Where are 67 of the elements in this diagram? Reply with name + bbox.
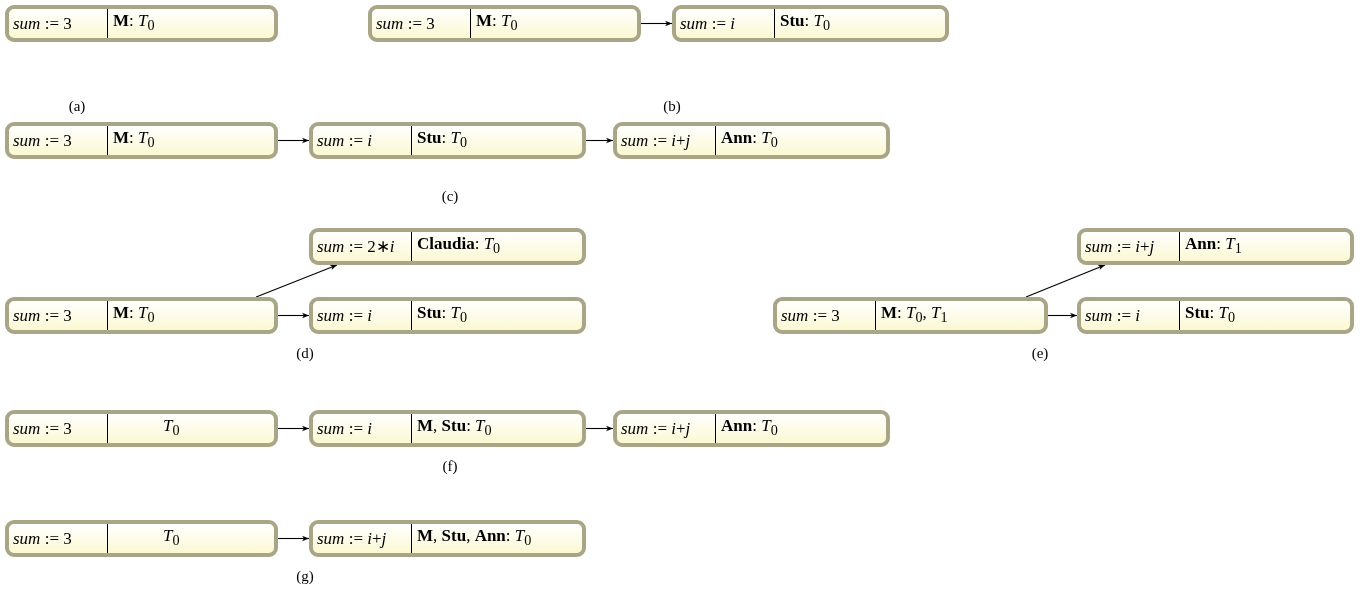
thread-label: T$_{0}$ (107, 414, 180, 443)
thread-label: M, Stu: T$_{0}$ (411, 414, 492, 443)
state-box (368, 5, 641, 42)
arrow (277, 535, 310, 542)
thread-label: M: T$_{0}$ (107, 301, 155, 330)
state-box (309, 297, 586, 334)
state-box (5, 122, 278, 159)
state-box (5, 5, 278, 42)
state-box (773, 297, 1048, 334)
assignment-text: sum := 3 (12, 418, 73, 439)
state-box (1077, 297, 1354, 334)
state-box (613, 410, 890, 447)
assignment-text: sum := i (679, 13, 736, 34)
panel-caption: (c) (441, 188, 459, 205)
assignment-text: sum := 3 (12, 13, 73, 34)
assignment-text: sum := i (316, 130, 373, 151)
assignment-text: sum := 3 (12, 130, 73, 151)
thread-label: Claudia: T$_{0}$ (411, 232, 501, 261)
arrow (255, 264, 338, 298)
thread-label: Ann: T$_{0}$ (715, 414, 778, 443)
state-box (672, 5, 949, 42)
assignment-text: sum := 3 (12, 305, 73, 326)
assignment-text: sum := 3 (780, 305, 841, 326)
panel-caption: (g) (296, 568, 314, 585)
arrow (1025, 264, 1106, 298)
assignment-text: sum := 3 (375, 13, 436, 34)
arrow (585, 425, 614, 432)
assignment-text: sum := i (316, 305, 373, 326)
state-box (309, 228, 586, 265)
thread-label: Stu: T$_{0}$ (774, 9, 831, 38)
state-box (309, 520, 586, 557)
thread-label: M: T$_{0}$ (107, 126, 155, 155)
arrow (277, 312, 310, 319)
arrow (277, 137, 310, 144)
state-box (613, 122, 890, 159)
state-box (5, 297, 278, 334)
assignment-text: sum := 3 (12, 528, 73, 549)
state-box (309, 410, 586, 447)
state-box (5, 410, 278, 447)
arrow (585, 137, 614, 144)
arrow (1047, 312, 1078, 319)
thread-label: M: T$_{0}$, T$_{1}$ (875, 301, 948, 330)
thread-label: M, Stu, Ann: T$_{0}$ (411, 524, 532, 553)
thread-label: Stu: T$_{0}$ (411, 126, 468, 155)
thread-label: Stu: T$_{0}$ (411, 301, 468, 330)
arrow (640, 20, 673, 27)
assignment-text: sum := 2∗i (316, 236, 396, 257)
panel-caption: (a) (68, 98, 86, 115)
assignment-text: sum := i+j (620, 418, 692, 439)
assignment-text: sum := i (316, 418, 373, 439)
state-box (5, 520, 278, 557)
thread-label: Ann: T$_{0}$ (715, 126, 778, 155)
assignment-text: sum := i+j (620, 130, 692, 151)
state-box (1077, 228, 1354, 265)
thread-label: T$_{0}$ (107, 524, 180, 553)
thread-label: M: T$_{0}$ (470, 9, 518, 38)
thread-label: Stu: T$_{0}$ (1179, 301, 1236, 330)
panel-caption: (b) (663, 98, 681, 115)
arrow (277, 425, 310, 432)
thread-label: Ann: T$_{1}$ (1179, 232, 1242, 261)
thread-label: M: T$_{0}$ (107, 9, 155, 38)
panel-caption: (d) (296, 345, 314, 362)
panel-caption: (e) (1031, 345, 1049, 362)
assignment-text: sum := i (1084, 305, 1141, 326)
state-box (309, 122, 586, 159)
assignment-text: sum := i+j (1084, 236, 1156, 257)
assignment-text: sum := i+j (316, 528, 388, 549)
